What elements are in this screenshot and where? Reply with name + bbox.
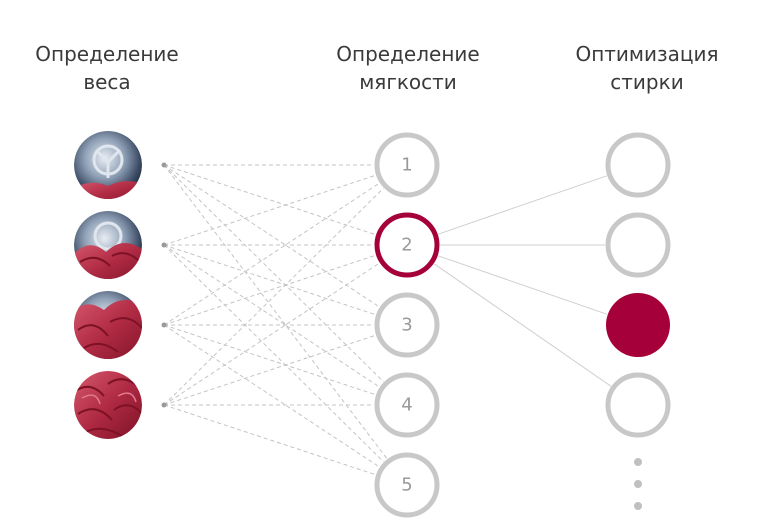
continuation-dot-2 <box>634 480 642 488</box>
dashed-link-3-5 <box>163 324 380 468</box>
optimization-node-3-selected <box>606 293 670 357</box>
softness-node-2-selected: 2 <box>374 212 440 278</box>
softness-label-3: 3 <box>401 315 412 336</box>
dashed-link-3-1 <box>163 182 380 326</box>
solid-link-4 <box>433 263 612 387</box>
wash-optimization-title: Оптимизация стирки <box>547 40 747 96</box>
load-image-full <box>74 371 142 439</box>
softness-node-3: 3 <box>374 292 440 358</box>
dashed-link-1-2 <box>163 164 376 236</box>
softness-node-5: 5 <box>374 452 440 518</box>
continuation-dot-3 <box>634 502 642 510</box>
optimization-node-4 <box>605 372 671 438</box>
dashed-link-4-1 <box>163 187 384 406</box>
dashed-link-3-4 <box>163 324 376 396</box>
softness-title-line1: Определение <box>336 42 480 66</box>
solid-connections <box>433 175 612 387</box>
softness-detection-title: Определение мягкости <box>308 40 508 96</box>
softness-title-line2: мягкости <box>359 70 457 94</box>
softness-label-4: 4 <box>401 395 412 416</box>
dashed-link-3-2 <box>163 254 376 326</box>
load-image-light <box>74 131 142 199</box>
dashed-link-2-4 <box>163 244 380 388</box>
dashed-link-1-4 <box>163 164 384 383</box>
solid-link-1 <box>438 175 607 235</box>
weight-title-line2: веса <box>83 70 131 94</box>
weight-title-line1: Определение <box>35 42 179 66</box>
softness-label-1: 1 <box>401 155 412 176</box>
dashed-link-1-5 <box>163 164 388 460</box>
dashed-link-2-3 <box>163 244 376 316</box>
softness-label-2: 2 <box>401 235 412 256</box>
softness-node-1: 1 <box>374 132 440 198</box>
optimization-node-1 <box>605 132 671 198</box>
left-node-dot-2 <box>161 242 167 248</box>
load-image-heavy <box>74 291 142 359</box>
left-node-dot-3 <box>161 322 167 328</box>
weight-detection-title: Определение веса <box>7 40 207 96</box>
dashed-connections <box>163 164 388 476</box>
dashed-link-4-5 <box>163 404 376 476</box>
dashed-link-4-3 <box>163 334 376 406</box>
solid-link-3 <box>438 255 607 315</box>
dashed-link-4-2 <box>163 262 380 406</box>
dashed-link-2-1 <box>163 174 376 246</box>
continuation-dot-1 <box>634 458 642 466</box>
dashed-link-1-3 <box>163 164 380 308</box>
optimization-title-line2: стирки <box>610 70 684 94</box>
optimization-title-line1: Оптимизация <box>575 42 719 66</box>
softness-label-5: 5 <box>401 475 412 496</box>
optimization-node-2 <box>605 212 671 278</box>
dashed-link-2-5 <box>163 244 384 463</box>
left-node-dot-1 <box>161 162 167 168</box>
softness-node-4: 4 <box>374 372 440 438</box>
load-image-medium <box>74 211 142 279</box>
left-node-dot-4 <box>161 402 167 408</box>
